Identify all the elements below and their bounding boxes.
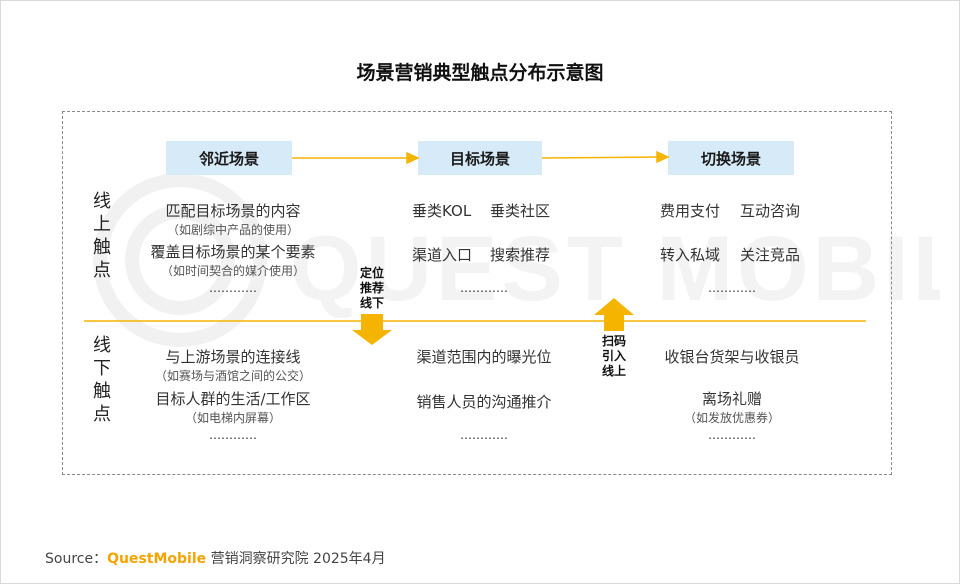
side-char: 触 [93,381,111,402]
offline-switch-more: ………… [708,428,756,442]
side-char: 点 [93,260,111,281]
offline-nearby-item-2: 目标人群的生活/工作区 [155,390,311,408]
online-switch-more: ………… [708,281,756,295]
online-target-more: ………… [460,281,508,295]
online-switch-item-1b: 互动咨询 [740,202,801,220]
arrow-label-line: 定位 [359,266,384,280]
side-char: 线 [93,191,111,212]
online-nearby-item-2-note: （如时间契合的媒介使用） [160,264,305,278]
arrow-label-line: 线下 [359,296,384,310]
offline-target-item-2: 销售人员的沟通推介 [416,393,552,411]
offline-switch-item-2: 离场礼赠 [701,390,762,408]
offline-target-item-1: 渠道范围内的曝光位 [416,348,552,366]
arrow-label-line: 线上 [601,364,626,378]
online-nearby-item-1: 匹配目标场景的内容 [165,202,301,220]
source-brand: QuestMobile [107,551,207,567]
side-char: 线 [93,335,111,356]
up-arrow-label: 扫码 引入 线上 [594,334,634,379]
connector-arrowhead-1 [406,151,420,165]
scene-label: 切换场景 [700,149,761,168]
side-char: 触 [93,237,111,258]
source-note: Source：QuestMobile 营销洞察研究院 2025年4月 [45,548,386,568]
online-nearby-item-1-note: （如剧综中产品的使用） [166,223,299,237]
up-arrow [594,298,634,331]
connector-arrowhead-2 [656,150,670,164]
offline-nearby-item-1-note: （如赛场与酒馆之间的公交） [154,369,311,383]
offline-touchpoints-label: 线 下 触 点 [88,334,116,426]
connector-line-2 [541,156,659,159]
down-arrow-label: 定位 推荐 线下 [352,266,392,311]
online-target-item-2a: 渠道入口 [412,246,473,264]
down-arrow [352,314,392,345]
online-target-item-2b: 搜索推荐 [490,246,551,264]
arrow-label-line: 引入 [601,349,626,363]
online-nearby-item-2: 覆盖目标场景的某个要素 [150,243,316,261]
offline-target-more: ………… [460,428,508,442]
side-char: 下 [93,358,111,379]
scene-box-target: 目标场景 [418,141,542,175]
online-target-item-1b: 垂类社区 [490,202,551,220]
online-touchpoints-label: 线 上 触 点 [88,190,116,282]
scene-label: 邻近场景 [198,149,259,168]
scene-box-switch: 切换场景 [668,141,794,175]
scene-label: 目标场景 [449,149,510,168]
offline-nearby-item-1: 与上游场景的连接线 [165,348,301,366]
arrow-label-line: 扫码 [601,334,626,348]
offline-nearby-item-2-note: （如电梯内屏幕） [184,411,281,425]
side-char: 上 [93,214,111,235]
online-nearby-more: ………… [209,281,257,295]
online-switch-item-2b: 关注竞品 [740,246,801,264]
scene-box-nearby: 邻近场景 [166,141,292,175]
arrow-label-line: 推荐 [359,281,384,295]
online-target-item-1a: 垂类KOL [412,202,472,220]
diagram-title: 场景营销典型触点分布示意图 [356,62,604,84]
diagram-border [62,111,892,475]
side-char: 点 [93,404,111,425]
offline-switch-item-2-note: （如发放优惠券） [683,411,780,425]
source-suffix: 营销洞察研究院 2025年4月 [206,551,386,567]
online-switch-item-2a: 转入私域 [660,246,721,264]
online-switch-item-1a: 费用支付 [660,202,721,220]
offline-nearby-more: ………… [209,428,257,442]
source-prefix: Source： [45,551,108,567]
offline-switch-item-1: 收银台货架与收银员 [664,348,800,366]
